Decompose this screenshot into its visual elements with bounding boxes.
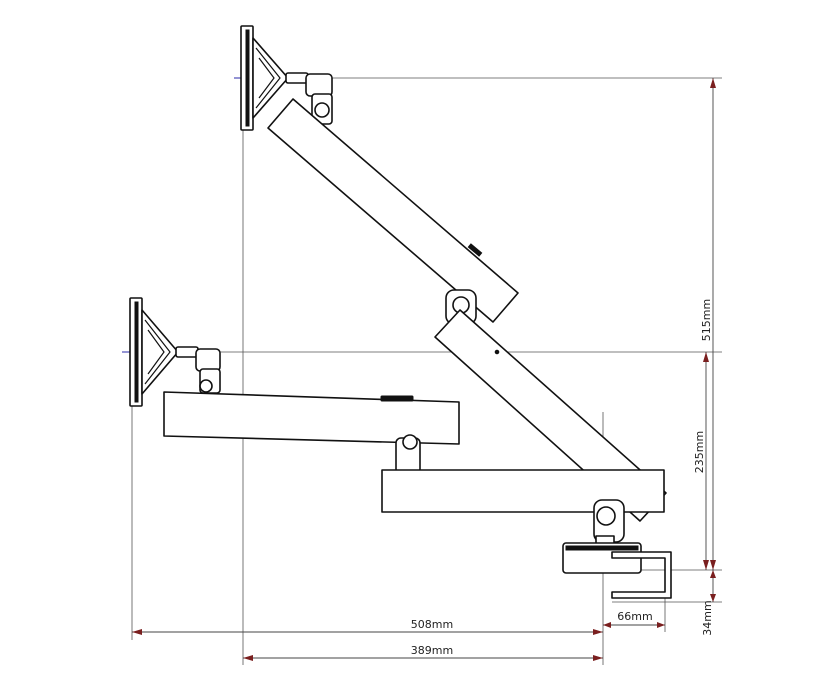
dimension-66-label: 66mm <box>617 610 652 623</box>
dimension-508: 508mm <box>132 618 603 635</box>
lower-vesa-plate <box>129 297 179 407</box>
horizontal-lower-arm <box>381 469 665 513</box>
dimension-34: 34mm <box>701 570 716 636</box>
dimension-235-label: 235mm <box>693 431 706 473</box>
dimension-389: 389mm <box>243 644 603 661</box>
base-pivot <box>593 499 625 549</box>
desk-clamp <box>562 542 672 599</box>
upper-arm <box>267 98 519 323</box>
dimension-66: 66mm <box>603 610 665 628</box>
horizontal-arm <box>163 391 460 445</box>
dimension-235: 235mm <box>693 352 709 570</box>
dimension-389-label: 389mm <box>411 644 453 657</box>
horizontal-elbow-joint <box>395 434 421 475</box>
upper-vesa-plate <box>240 25 289 131</box>
lower-arm-tilted <box>434 309 667 522</box>
dimension-515-label: 515mm <box>700 299 713 341</box>
dimension-34-label: 34mm <box>701 600 714 635</box>
lower-tilt-joint <box>175 346 221 394</box>
dimension-508-label: 508mm <box>411 618 453 631</box>
upper-tilt-joint <box>285 72 333 125</box>
dimension-515: 515mm <box>700 78 716 570</box>
